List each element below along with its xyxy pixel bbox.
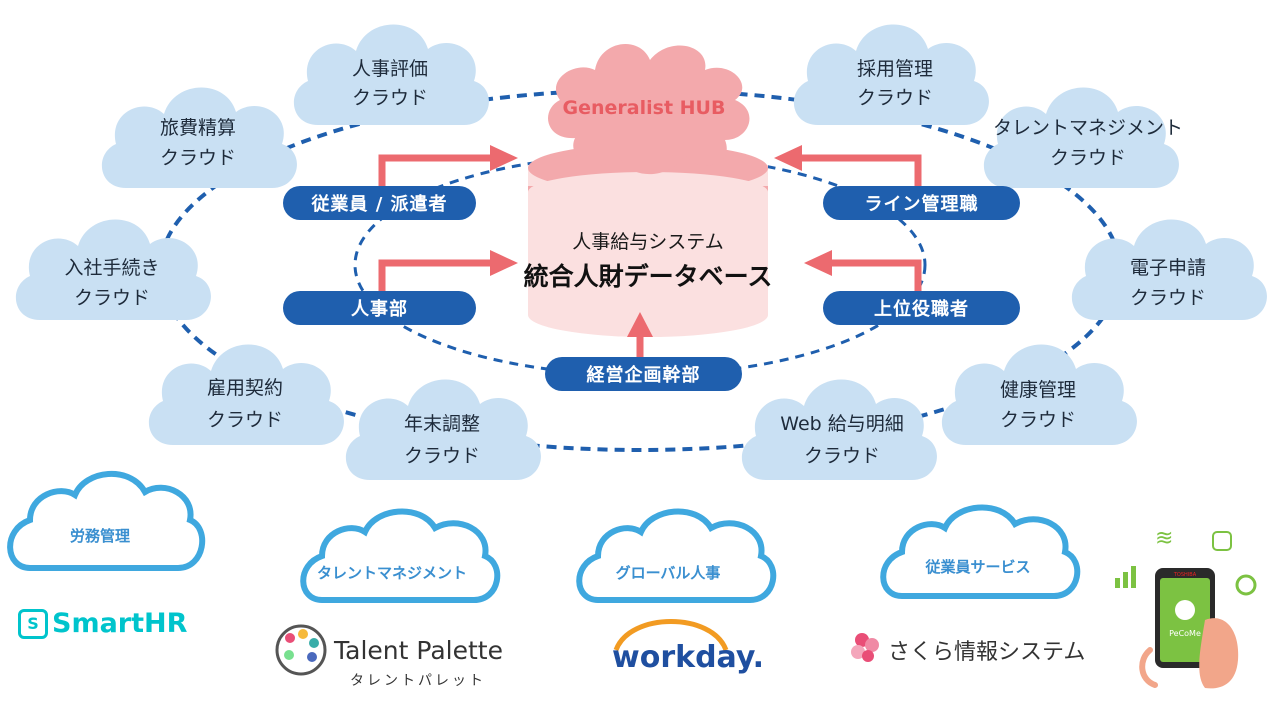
role-exec-label: 経営企画幹部 (586, 365, 701, 386)
role-line-manager-label: ライン管理職 (864, 194, 979, 215)
cloud-contract-line1: 雇用契約 (207, 377, 283, 399)
wifi-icon: ≋ (1155, 526, 1173, 551)
category-labor-label: 労務管理 (70, 527, 130, 545)
cloud-esign-line1: 電子申請 (1130, 257, 1206, 279)
money-bag-icon (1212, 531, 1232, 551)
category-service-label: 従業員サービス (924, 558, 1030, 576)
cloud-health-line1: 健康管理 (1000, 379, 1076, 401)
arrowhead-employee (490, 145, 518, 171)
db-subtitle: 人事給与システム (572, 231, 723, 253)
smarthr-logo: S SmartHR (18, 608, 187, 639)
cloud-contract: 雇用契約 クラウド (148, 344, 344, 445)
hand-icon (1199, 618, 1239, 689)
cloud-recruit-line2: クラウド (857, 87, 933, 109)
cloud-onboard-line2: クラウド (74, 287, 150, 309)
arrow-heads (490, 145, 832, 337)
cloud-contract-line2: クラウド (207, 409, 283, 431)
category-talent-label: タレントマネジメント (317, 564, 467, 582)
cloud-talent-line1: タレントマネジメント (993, 117, 1183, 139)
category-cloud-talent (300, 508, 501, 603)
cloud-yearend-line1: 年末調整 (404, 413, 480, 435)
category-clouds (7, 470, 1081, 603)
arrow-hr (378, 259, 492, 300)
pecome-label: PeCoMe (1169, 629, 1201, 638)
arrowhead-exec (627, 312, 653, 337)
role-senior-pill: 上位役職者 (823, 291, 1020, 325)
cloud-payslip-line2: クラウド (804, 445, 880, 467)
cloud-eval: 人事評価 クラウド (293, 24, 489, 125)
cloud-recruit-line1: 採用管理 (857, 58, 933, 80)
role-exec-pill: 経営企画幹部 (545, 357, 742, 391)
cloud-health: 健康管理 クラウド (941, 344, 1137, 445)
talentpalette-logo-icon (275, 624, 327, 676)
cloud-yearend: 年末調整 クラウド (345, 379, 541, 480)
workday-arc (613, 619, 729, 652)
sakura-wordmark: さくら情報システム (888, 640, 1086, 665)
arrowhead-hr (490, 250, 518, 276)
cloud-health-line2: クラウド (1000, 409, 1076, 431)
gear-icon (1235, 574, 1257, 596)
arrow-senior (830, 259, 922, 300)
role-hr-pill: 人事部 (283, 291, 476, 325)
sakura-logo-icon (851, 633, 879, 662)
cloud-onboard-line1: 入社手続き (64, 257, 159, 279)
cloud-esign-line2: クラウド (1130, 287, 1206, 309)
category-cloud-global (576, 508, 777, 603)
role-line-manager-pill: ライン管理職 (823, 186, 1020, 220)
role-senior-label: 上位役職者 (874, 299, 969, 320)
cloud-talent: タレントマネジメント クラウド (983, 87, 1183, 188)
category-cloud-labor (7, 470, 206, 571)
chart-bars-icon (1131, 566, 1136, 588)
cloud-eval-line1: 人事評価 (352, 58, 428, 80)
cloud-travel-line1: 旅費精算 (160, 117, 236, 139)
pecome-illustration: ≋ PeCoMe TOSHIBA (1115, 526, 1257, 689)
role-hr-label: 人事部 (351, 299, 408, 320)
hub-cloud: Generalist HUB (548, 43, 750, 175)
category-cloud-service (880, 504, 1081, 599)
arrowhead-line-manager (774, 145, 802, 171)
toshiba-label: TOSHIBA (1173, 572, 1197, 578)
cloud-payslip-line1: Web 給与明細 (780, 413, 903, 435)
cloud-travel: 旅費精算 クラウド (101, 87, 297, 188)
smarthr-mark-icon: S (18, 608, 48, 639)
cloud-onboard: 入社手続き クラウド (15, 219, 211, 320)
cloud-esign: 電子申請 クラウド (1071, 219, 1267, 320)
hub-label: Generalist HUB (563, 97, 726, 119)
workday-wordmark: workday. (612, 640, 765, 675)
cloud-talent-line2: クラウド (1050, 147, 1126, 169)
talentpalette-kana: タレントパレット (350, 673, 486, 689)
cloud-eval-line2: クラウド (352, 87, 428, 109)
talentpalette-wordmark: Talent Palette (334, 636, 503, 665)
arrowhead-senior (804, 250, 832, 276)
role-employee-pill: 従業員 / 派遣者 (283, 186, 476, 220)
cloud-recruit: 採用管理 クラウド (793, 24, 989, 125)
cloud-travel-line2: クラウド (160, 147, 236, 169)
cloud-yearend-line2: クラウド (404, 445, 480, 467)
role-employee-label: 従業員 / 派遣者 (311, 194, 448, 215)
category-global-label: グローバル人事 (616, 564, 721, 582)
cloud-payslip: Web 給与明細 クラウド (741, 379, 937, 480)
db-title: 統合人財データベース (524, 262, 773, 291)
smarthr-wordmark: SmartHR (52, 608, 188, 639)
